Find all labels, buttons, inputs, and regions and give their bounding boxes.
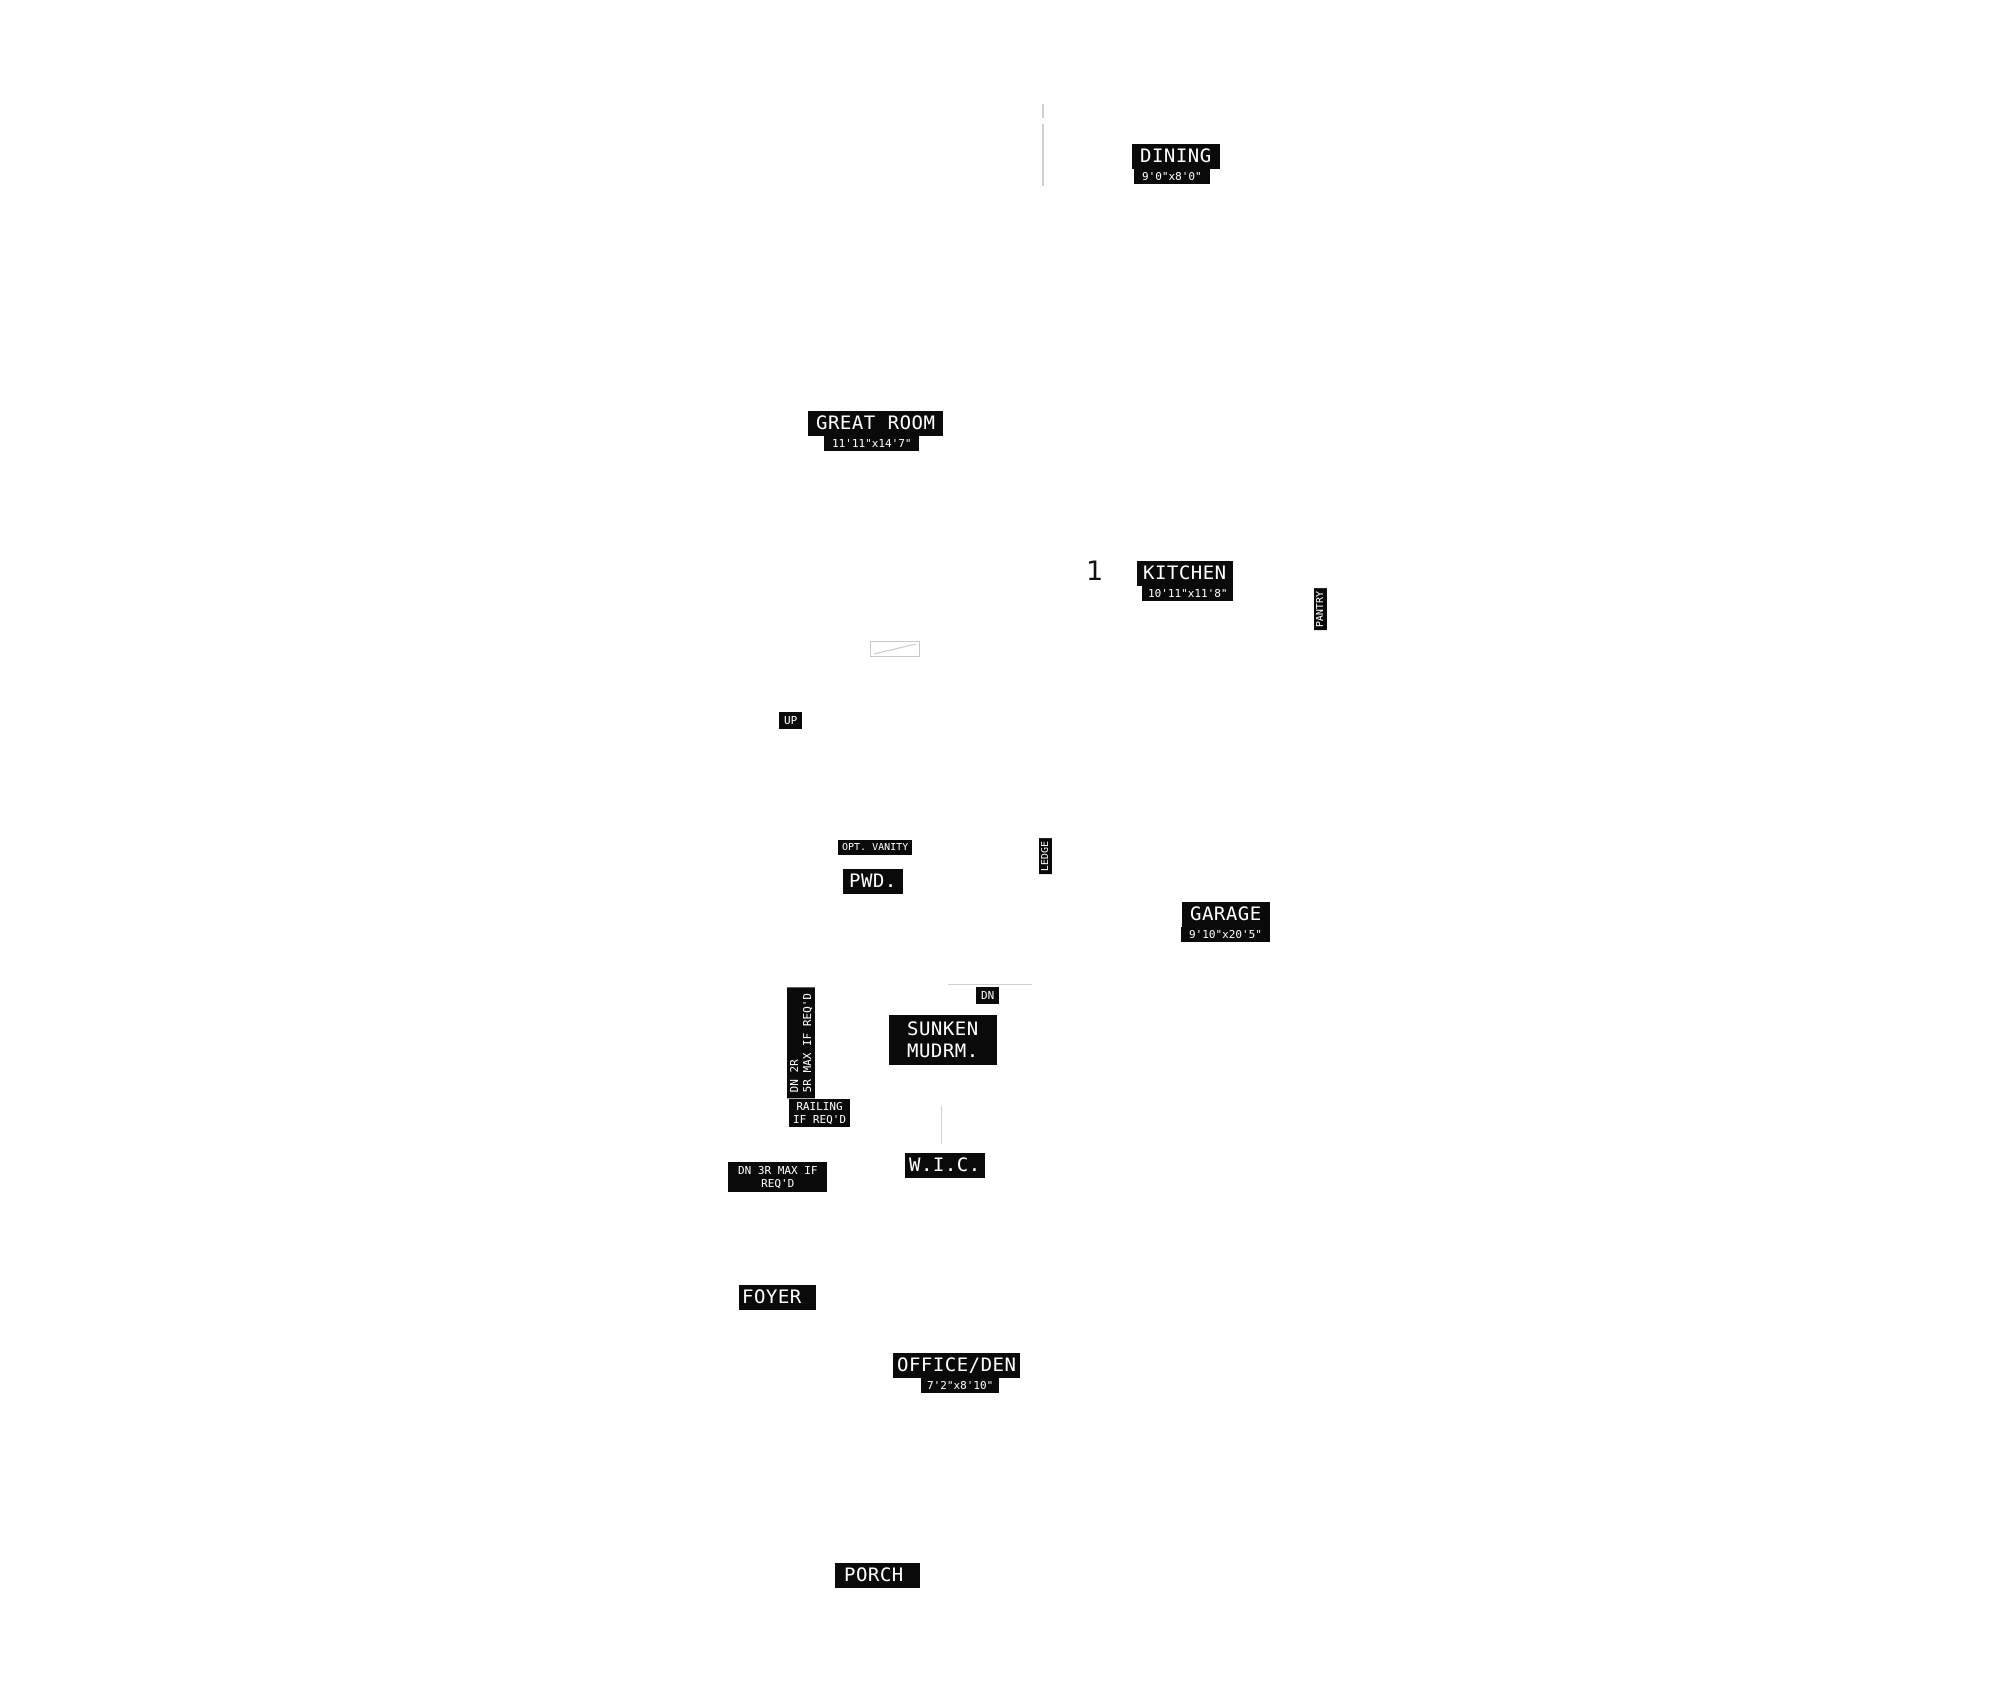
stair-symbol — [870, 641, 920, 657]
wall-line — [948, 984, 1032, 985]
note-ledge: LEDGE — [1039, 838, 1052, 875]
note-dn: DN — [976, 987, 1000, 1004]
room-dim-great-room: 11'11"x14'7" — [824, 436, 920, 451]
room-label-sunken-mudroom: SUNKEN MUDRM. — [889, 1015, 997, 1065]
note-dn-2r: DN 2R 5R MAX IF REQ'D — [787, 987, 815, 1099]
marker-number: 1 — [1086, 556, 1104, 587]
wall-line — [941, 1106, 942, 1144]
room-label-foyer: FOYER — [739, 1285, 816, 1310]
room-label-wic: W.I.C. — [905, 1153, 985, 1178]
room-dim-dining: 9'0"x8'0" — [1134, 169, 1210, 184]
room-label-office-den: OFFICE/DEN — [893, 1353, 1021, 1378]
wall-line — [1042, 104, 1044, 118]
note-railing: RAILING IF REQ'D — [789, 1099, 850, 1127]
room-dim-garage: 9'10"x20'5" — [1181, 927, 1270, 942]
wall-line — [1042, 124, 1044, 186]
note-opt-vanity: OPT. VANITY — [838, 840, 913, 855]
room-label-garage: GARAGE — [1182, 902, 1270, 927]
note-pantry: PANTRY — [1314, 588, 1327, 631]
room-label-porch: PORCH — [835, 1563, 920, 1588]
room-label-pwd: PWD. — [843, 869, 903, 894]
room-label-great-room: GREAT ROOM — [808, 411, 944, 436]
room-label-dining: DINING — [1132, 144, 1220, 169]
room-dim-kitchen: 10'11"x11'8" — [1142, 586, 1234, 601]
note-up: UP — [779, 712, 803, 729]
room-label-kitchen: KITCHEN — [1137, 561, 1233, 586]
room-dim-office-den: 7'2"x8'10" — [921, 1378, 1000, 1393]
note-dn-3r: DN 3R MAX IF REQ'D — [728, 1162, 828, 1192]
